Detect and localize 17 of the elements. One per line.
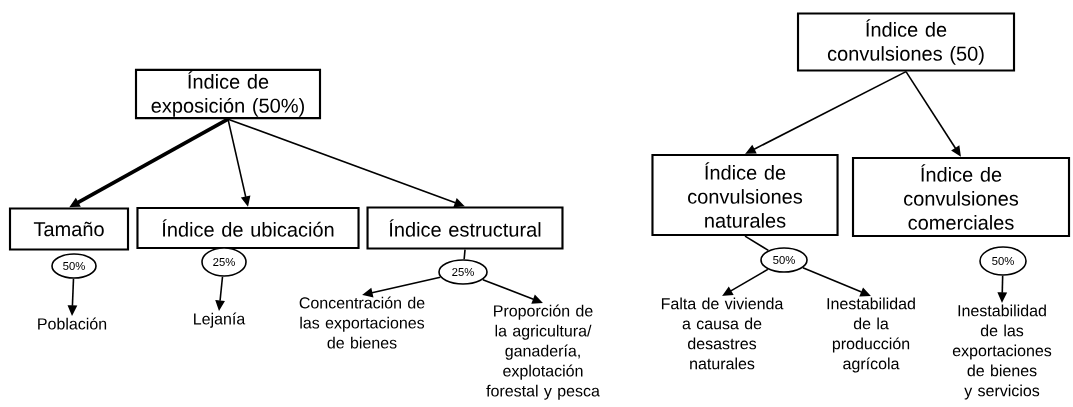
connector-line xyxy=(744,235,770,252)
indicator-text: Falta de vivienda a causa de desastres naturales xyxy=(661,297,784,370)
index-box: Índice estructural xyxy=(366,206,564,250)
indicator-text: Inestabilidad de la producción agrícola xyxy=(827,297,915,373)
index-box: Índice de convulsiones (50) xyxy=(796,12,1016,72)
arrow xyxy=(722,268,769,296)
indicator-text: Población xyxy=(38,317,107,330)
index-box: Índice de exposición (50%) xyxy=(134,68,322,120)
indicator-text: Lejanía xyxy=(194,312,246,328)
index-box: Tamaño xyxy=(8,207,130,251)
connector-line xyxy=(463,248,466,261)
index-box: Índice de convulsiones comerciales xyxy=(851,156,1071,238)
index-box: Índice de convulsiones naturales xyxy=(651,153,839,237)
arrow xyxy=(905,70,961,157)
indicator-text: Inestabilidad de las exportaciones de bienes y servicios xyxy=(952,304,1052,400)
indicator-text: Concentración de las exportaciones de bienes xyxy=(299,296,425,349)
indicator-text: Proporción de la agricultura/ ganadería, explotación forestal y pesca xyxy=(486,304,600,400)
